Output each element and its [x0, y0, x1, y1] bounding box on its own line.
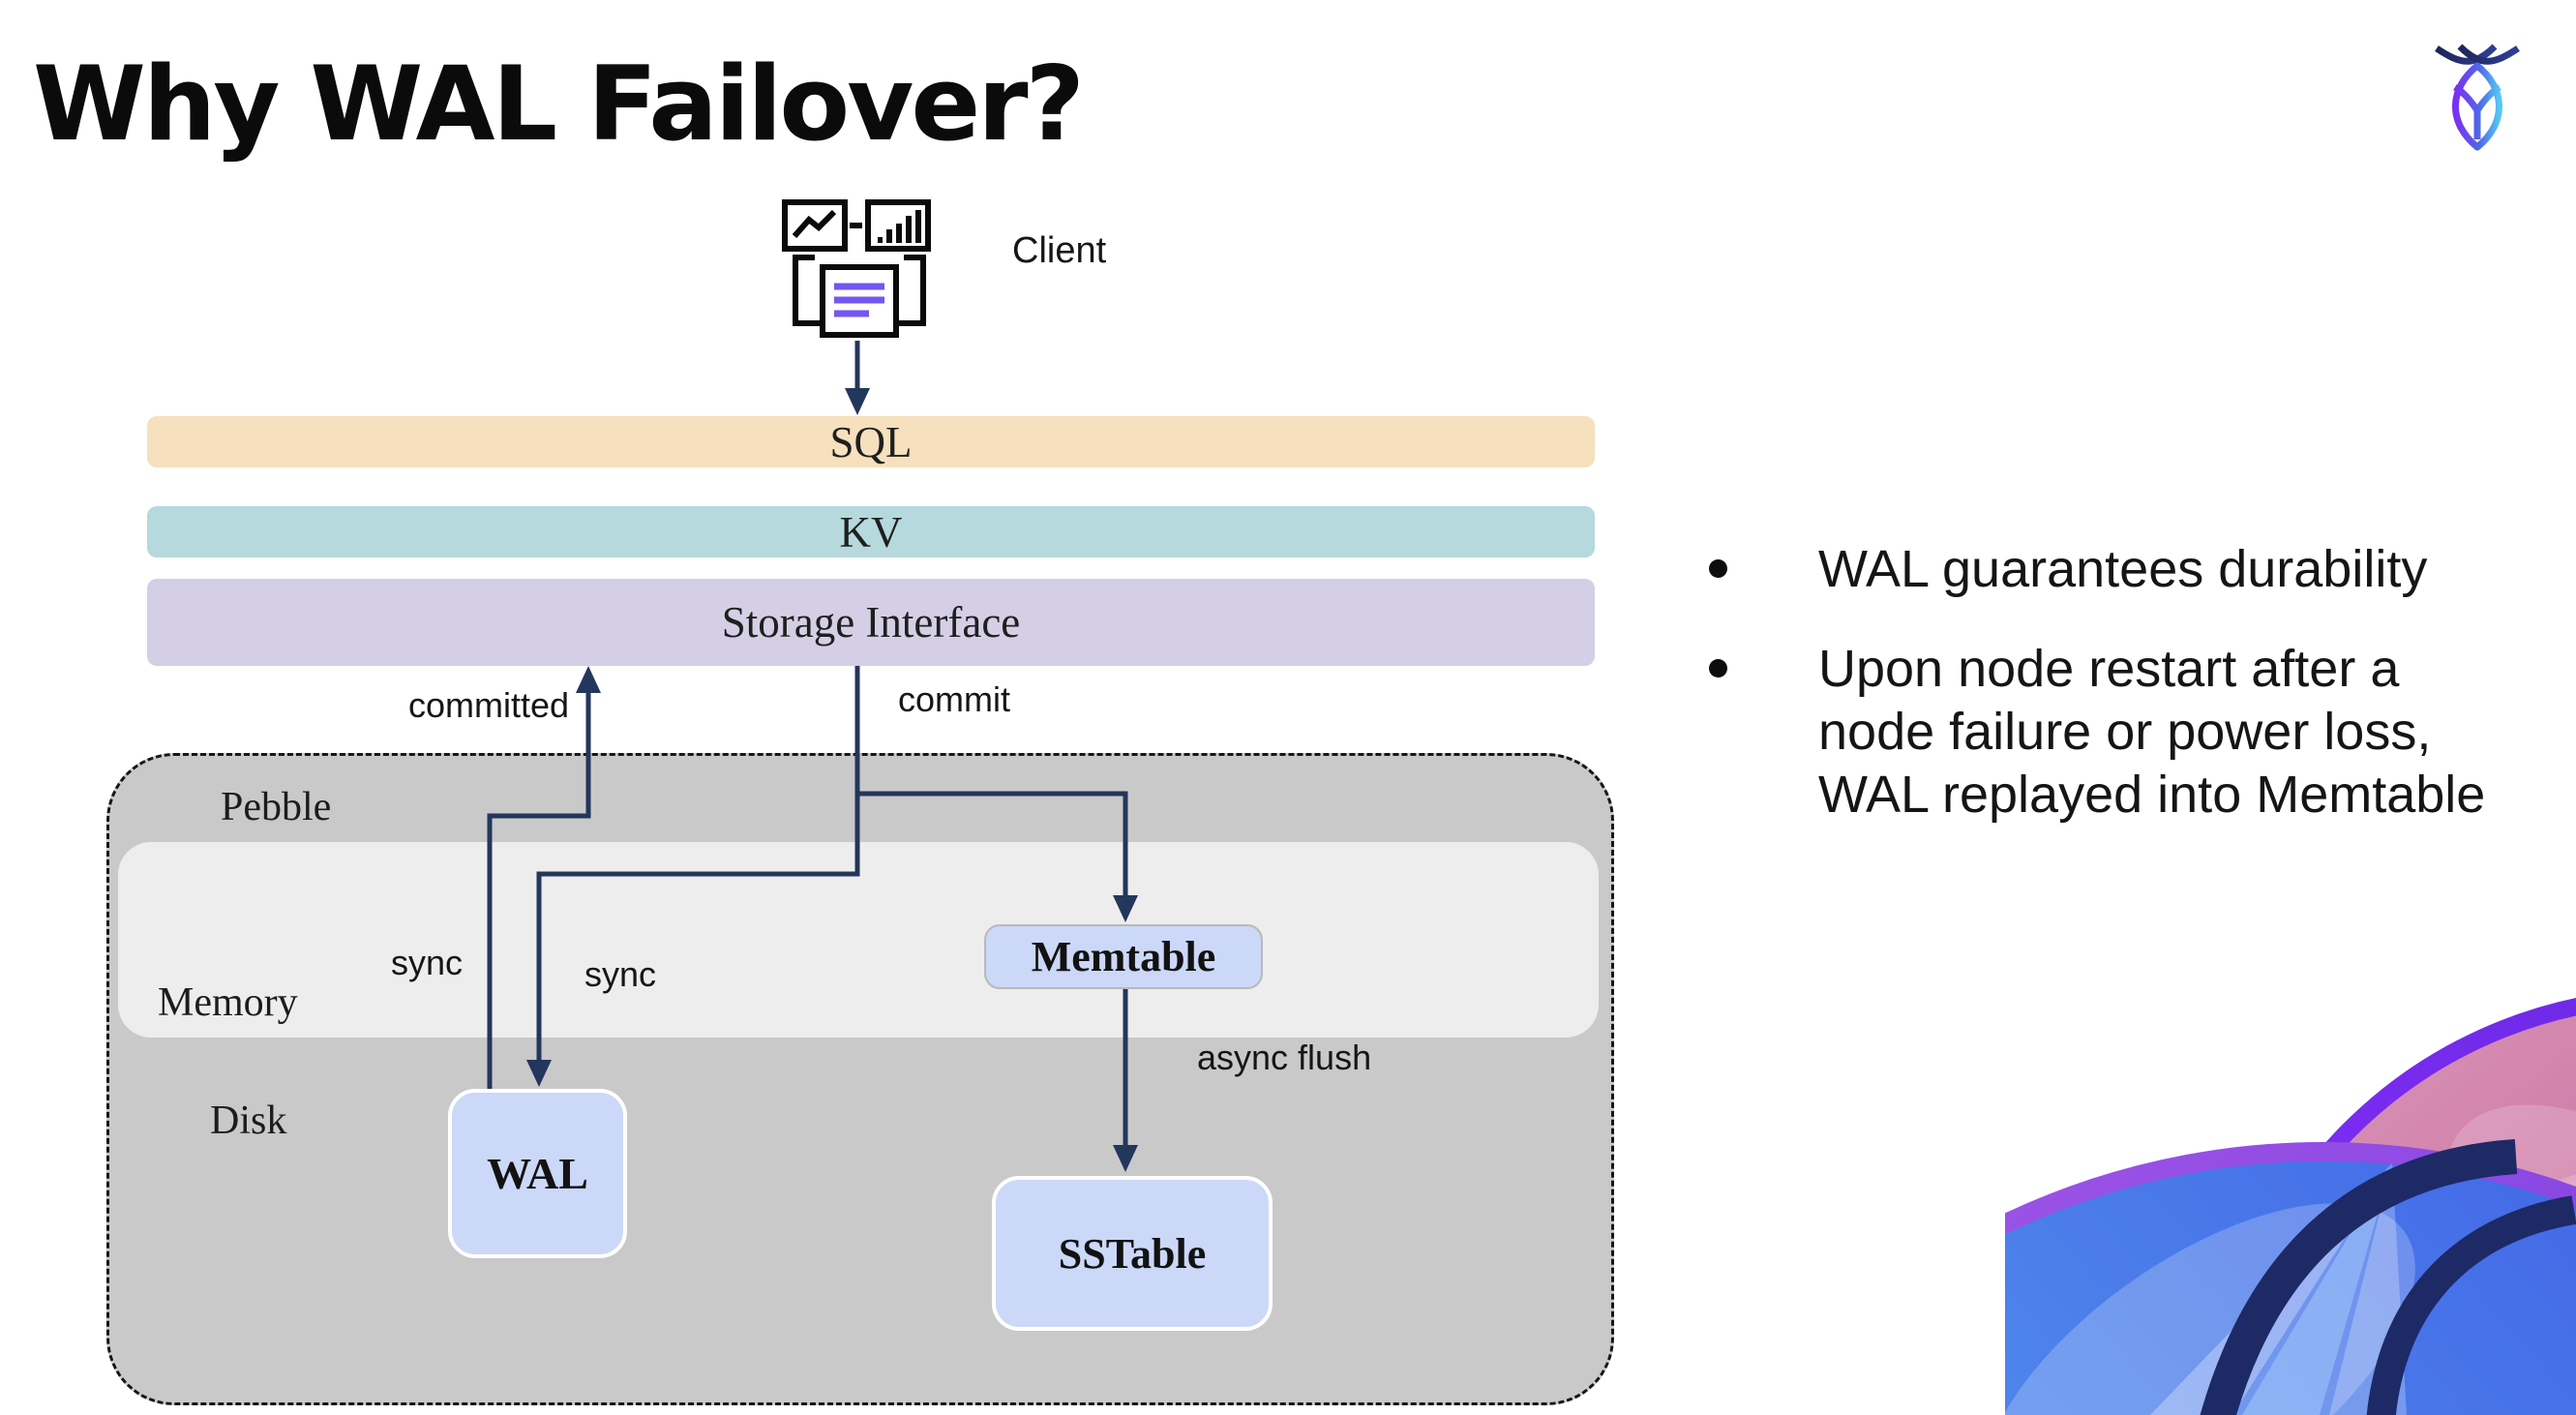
- bracket-left: [793, 255, 823, 326]
- bullet-line: WAL replayed into Memtable: [1818, 766, 2486, 824]
- sync-left-edge-label: sync: [391, 943, 464, 982]
- bracket-right: [896, 255, 926, 326]
- bullet-dot-icon: [1709, 659, 1727, 677]
- client-workstation-icon: [782, 199, 931, 338]
- pebble-label: Pebble: [221, 785, 332, 829]
- arrowhead-into-storage: [576, 666, 601, 693]
- commit-edge-label: commit: [898, 679, 1010, 719]
- storage-interface-label: Storage Interface: [721, 598, 1021, 647]
- memtable-label: Memtable: [1031, 933, 1216, 980]
- bullet-line: Upon node restart after a: [1818, 640, 2400, 698]
- sstable-box: SSTable: [992, 1176, 1273, 1331]
- memtable-box: Memtable: [984, 924, 1263, 989]
- storage-interface-bar: Storage Interface: [147, 579, 1595, 666]
- brand-sphere-decoration-icon: [2005, 998, 2576, 1415]
- sync-right-edge-label: sync: [584, 954, 657, 994]
- bullet-text: WAL guarantees durability: [1818, 538, 2427, 601]
- sql-layer-label: SQL: [829, 417, 913, 467]
- client-label: Client: [1012, 230, 1107, 271]
- kv-layer-bar: KV: [147, 506, 1595, 557]
- bullet-line: WAL guarantees durability: [1818, 540, 2428, 598]
- bullet-text: Upon node restart after a node failure o…: [1818, 638, 2485, 827]
- sql-layer-bar: SQL: [147, 416, 1595, 467]
- page-title: Why WAL Failover?: [33, 45, 1085, 164]
- arrowhead-into-sql: [845, 388, 870, 415]
- async-flush-edge-label: async flush: [1197, 1038, 1372, 1077]
- list-item: WAL guarantees durability: [1709, 538, 2561, 601]
- bullet-line: node failure or power loss,: [1818, 703, 2432, 761]
- committed-edge-label: committed: [408, 685, 570, 725]
- memory-label: Memory: [158, 980, 298, 1025]
- kv-layer-label: KV: [839, 507, 903, 557]
- bullet-dot-icon: [1709, 559, 1727, 578]
- disk-label: Disk: [210, 1099, 287, 1143]
- cockroachdb-logo-icon: [2435, 44, 2520, 151]
- memory-band: [118, 842, 1599, 1038]
- wal-box: WAL: [448, 1089, 627, 1258]
- line-chart-icon: [782, 199, 848, 252]
- list-item: Upon node restart after a node failure o…: [1709, 638, 2561, 827]
- sstable-label: SSTable: [1058, 1229, 1207, 1278]
- wal-label: WAL: [487, 1149, 588, 1198]
- bullet-list: WAL guarantees durability Upon node rest…: [1709, 538, 2561, 827]
